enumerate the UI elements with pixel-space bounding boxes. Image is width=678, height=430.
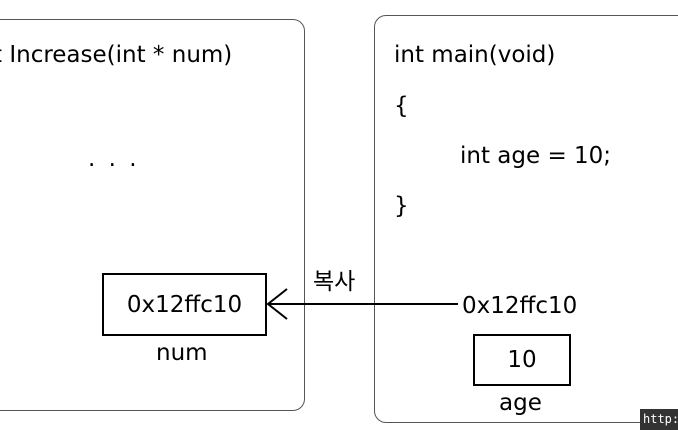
num-label: num [156, 340, 208, 366]
increase-function-panel [0, 19, 305, 411]
age-label: age [499, 390, 542, 416]
watermark: http:// [640, 409, 678, 430]
age-variable-box: 10 [473, 334, 571, 386]
num-variable-box: 0x12ffc10 [102, 273, 267, 336]
main-signature: int main(void) [394, 42, 556, 68]
close-brace: } [394, 193, 409, 219]
main-function-panel [374, 15, 678, 423]
copy-label: 복사 [313, 269, 356, 295]
num-value: 0x12ffc10 [126, 291, 243, 318]
age-declaration: int age = 10; [460, 143, 612, 169]
increase-signature: t Increase(int * num) [0, 42, 233, 68]
age-value: 10 [507, 347, 537, 373]
open-brace: { [394, 93, 409, 119]
ellipsis: . . . [88, 146, 140, 172]
copy-arrow-head [266, 288, 288, 320]
age-address: 0x12ffc10 [462, 293, 578, 319]
